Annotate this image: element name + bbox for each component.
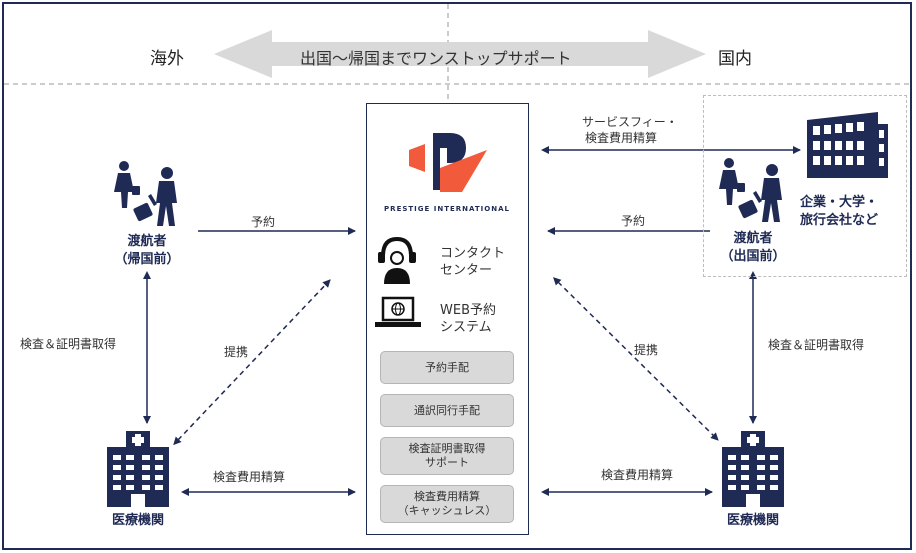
step-interpreter-label: 通訳同行手配 [414,403,480,417]
right-hospital-label: 医療機関 [726,513,779,528]
right-traveler-line2: （出国前） [720,249,786,264]
overseas-label: 海外 [150,49,184,69]
domestic-label: 国内 [718,49,752,69]
step-certificate: 検査証明書取得 サポート [380,437,514,475]
corporate-label-line2: 旅行会社など [800,213,879,228]
left-settle-label: 検査費用精算 [213,470,286,484]
right-settle-label: 検査費用精算 [601,468,674,482]
right-test-label: 検査＆証明書取得 [768,338,865,352]
left-traveler-line1: 渡航者 [127,234,167,249]
contact-center-line2: センター [440,263,493,278]
left-partner-arrow [173,279,331,446]
right-fee-label-line1: サービスフィー・ [582,115,678,129]
left-traveler-line2: （帰国前） [114,252,180,267]
corporate-label-line1: 企業・大学・ [800,195,879,210]
contact-center-line1: コンタクト [440,246,506,261]
right-partner-label: 提携 [634,343,659,357]
left-test-label: 検査＆証明書取得 [20,337,117,351]
step-cashless: 検査費用精算 （キャッシュレス） [380,485,514,523]
corporate-traveler-group [703,95,907,277]
step-cashless-line1: 検査費用精算 [414,490,480,503]
step-certificate-line1: 検査証明書取得 [408,442,486,455]
left-hospital-label: 医療機関 [111,513,164,528]
right-partner-arrow [553,277,719,441]
right-reserve-label: 予約 [621,214,646,228]
one-stop-double-arrow [214,30,706,78]
step-interpreter: 通訳同行手配 [380,394,514,427]
web-reservation-line2: システム [440,320,492,335]
brand-name: PRESTIGE INTERNATIONAL [384,205,510,213]
step-certificate-line2: サポート [425,456,469,469]
one-stop-title: 出国～帰国までワンストップサポート [300,49,572,68]
right-traveler-line1: 渡航者 [733,231,773,246]
step-reservation-label: 予約手配 [425,360,469,374]
step-reservation: 予約手配 [380,351,514,384]
step-cashless-line2: （キャッシュレス） [397,504,497,517]
web-reservation-line1: WEB予約 [440,303,496,318]
right-fee-label-line2: 検査費用精算 [585,131,658,145]
left-partner-label: 提携 [224,345,249,359]
left-reserve-label: 予約 [251,215,276,229]
